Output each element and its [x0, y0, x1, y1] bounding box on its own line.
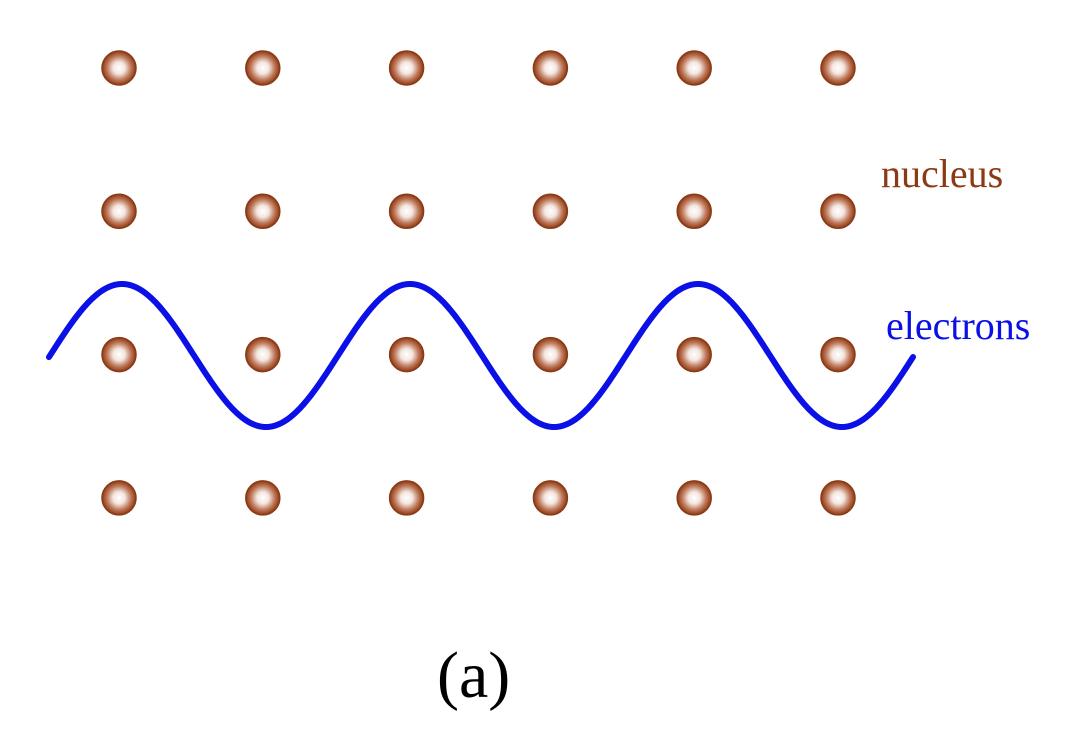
nucleus-icon	[820, 336, 856, 373]
nucleus-icon	[101, 193, 137, 230]
nucleus-icon	[532, 336, 569, 373]
nucleus-icon	[245, 480, 281, 516]
nucleus-icon	[532, 50, 569, 86]
electron-wave	[46, 281, 916, 430]
nucleus-icon	[101, 336, 137, 373]
nucleus-icon	[676, 336, 712, 373]
nucleus-icon	[388, 193, 425, 230]
nucleus-icon	[532, 480, 569, 516]
nucleus-icon	[101, 480, 137, 516]
nucleus-icon	[676, 50, 712, 86]
nucleus-icon	[532, 193, 569, 230]
nucleus-icon	[388, 480, 425, 516]
nucleus-icon	[676, 193, 712, 230]
nucleus-icon	[245, 50, 281, 86]
nucleus-icon	[676, 480, 712, 516]
nucleus-icon	[820, 50, 856, 86]
nucleus-icon	[388, 336, 425, 373]
nucleus-icon	[820, 480, 856, 516]
nucleus-label: nucleus	[881, 151, 1004, 196]
figure-caption: (a)	[437, 639, 511, 712]
nucleus-icon	[820, 193, 856, 230]
nucleus-icon	[245, 336, 281, 373]
nucleus-lattice	[101, 50, 856, 516]
nucleus-icon	[245, 193, 281, 230]
nucleus-icon	[388, 50, 425, 86]
electrons-label: electrons	[886, 303, 1031, 348]
nucleus-icon	[101, 50, 137, 86]
